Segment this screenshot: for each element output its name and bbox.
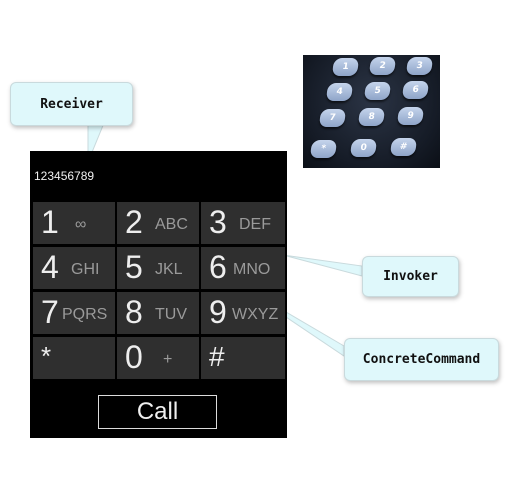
key-digit: 5 — [125, 249, 143, 285]
key-letters: TUV — [155, 306, 187, 323]
key-digit: 8 — [125, 294, 143, 330]
key-digit: 0 — [125, 339, 143, 375]
key-5[interactable]: 5 JKL — [117, 247, 199, 289]
key-letters: ABC — [155, 216, 188, 233]
concrete-command-callout: ConcreteCommand — [344, 338, 499, 381]
key-letters: GHI — [71, 261, 100, 278]
key-7[interactable]: 7 PQRS — [33, 292, 115, 334]
photo-key: 7 — [318, 109, 347, 127]
key-digit: * — [41, 341, 52, 371]
key-0[interactable]: 0 + — [117, 337, 199, 379]
key-1[interactable]: 1 ∞ — [33, 202, 115, 244]
key-star[interactable]: * — [33, 337, 115, 379]
concrete-command-label: ConcreteCommand — [362, 352, 481, 367]
key-letters: + — [163, 351, 173, 368]
key-digit: 2 — [125, 204, 143, 240]
dialed-number-display: 123456789 — [34, 169, 95, 183]
photo-key: # — [389, 138, 418, 156]
key-digit: 9 — [209, 294, 227, 330]
photo-key: 6 — [401, 81, 430, 99]
photo-key: * — [309, 140, 338, 158]
key-letters: WXYZ — [232, 306, 279, 323]
key-letters: PQRS — [62, 306, 108, 323]
key-digit: 1 — [41, 204, 59, 240]
key-digit: 4 — [41, 249, 59, 285]
voicemail-icon: ∞ — [75, 216, 87, 233]
photo-key: 8 — [357, 108, 386, 126]
invoker-connector — [282, 254, 363, 277]
invoker-label: Invoker — [383, 269, 438, 284]
receiver-label: Receiver — [40, 96, 103, 112]
key-8[interactable]: 8 TUV — [117, 292, 199, 334]
key-digit: # — [209, 341, 225, 372]
photo-key: 3 — [405, 57, 434, 75]
key-digit: 7 — [41, 294, 59, 330]
key-letters: DEF — [239, 216, 271, 233]
key-digit: 3 — [209, 204, 227, 240]
physical-keypad-photo: 1 2 3 4 5 6 7 8 9 * 0 # — [303, 55, 440, 168]
key-hash[interactable]: # — [201, 337, 285, 379]
receiver-callout: Receiver — [10, 82, 133, 126]
phone-dialer: 123456789 1 ∞ 2 ABC 3 DEF 4 GHI 5 JKL 6 … — [30, 151, 287, 438]
key-letters: JKL — [155, 261, 183, 278]
key-9[interactable]: 9 WXYZ — [201, 292, 285, 334]
call-button[interactable]: Call — [98, 395, 217, 429]
key-digit: 6 — [209, 249, 227, 285]
key-2[interactable]: 2 ABC — [117, 202, 199, 244]
key-letters: MNO — [233, 261, 271, 278]
key-3[interactable]: 3 DEF — [201, 202, 285, 244]
photo-key: 4 — [325, 83, 354, 101]
photo-key: 9 — [396, 107, 425, 125]
photo-key: 5 — [363, 82, 392, 100]
photo-key: 0 — [349, 139, 378, 157]
photo-key: 2 — [368, 57, 397, 75]
photo-key: 1 — [331, 58, 360, 76]
key-4[interactable]: 4 GHI — [33, 247, 115, 289]
invoker-callout: Invoker — [362, 256, 459, 297]
key-6[interactable]: 6 MNO — [201, 247, 285, 289]
